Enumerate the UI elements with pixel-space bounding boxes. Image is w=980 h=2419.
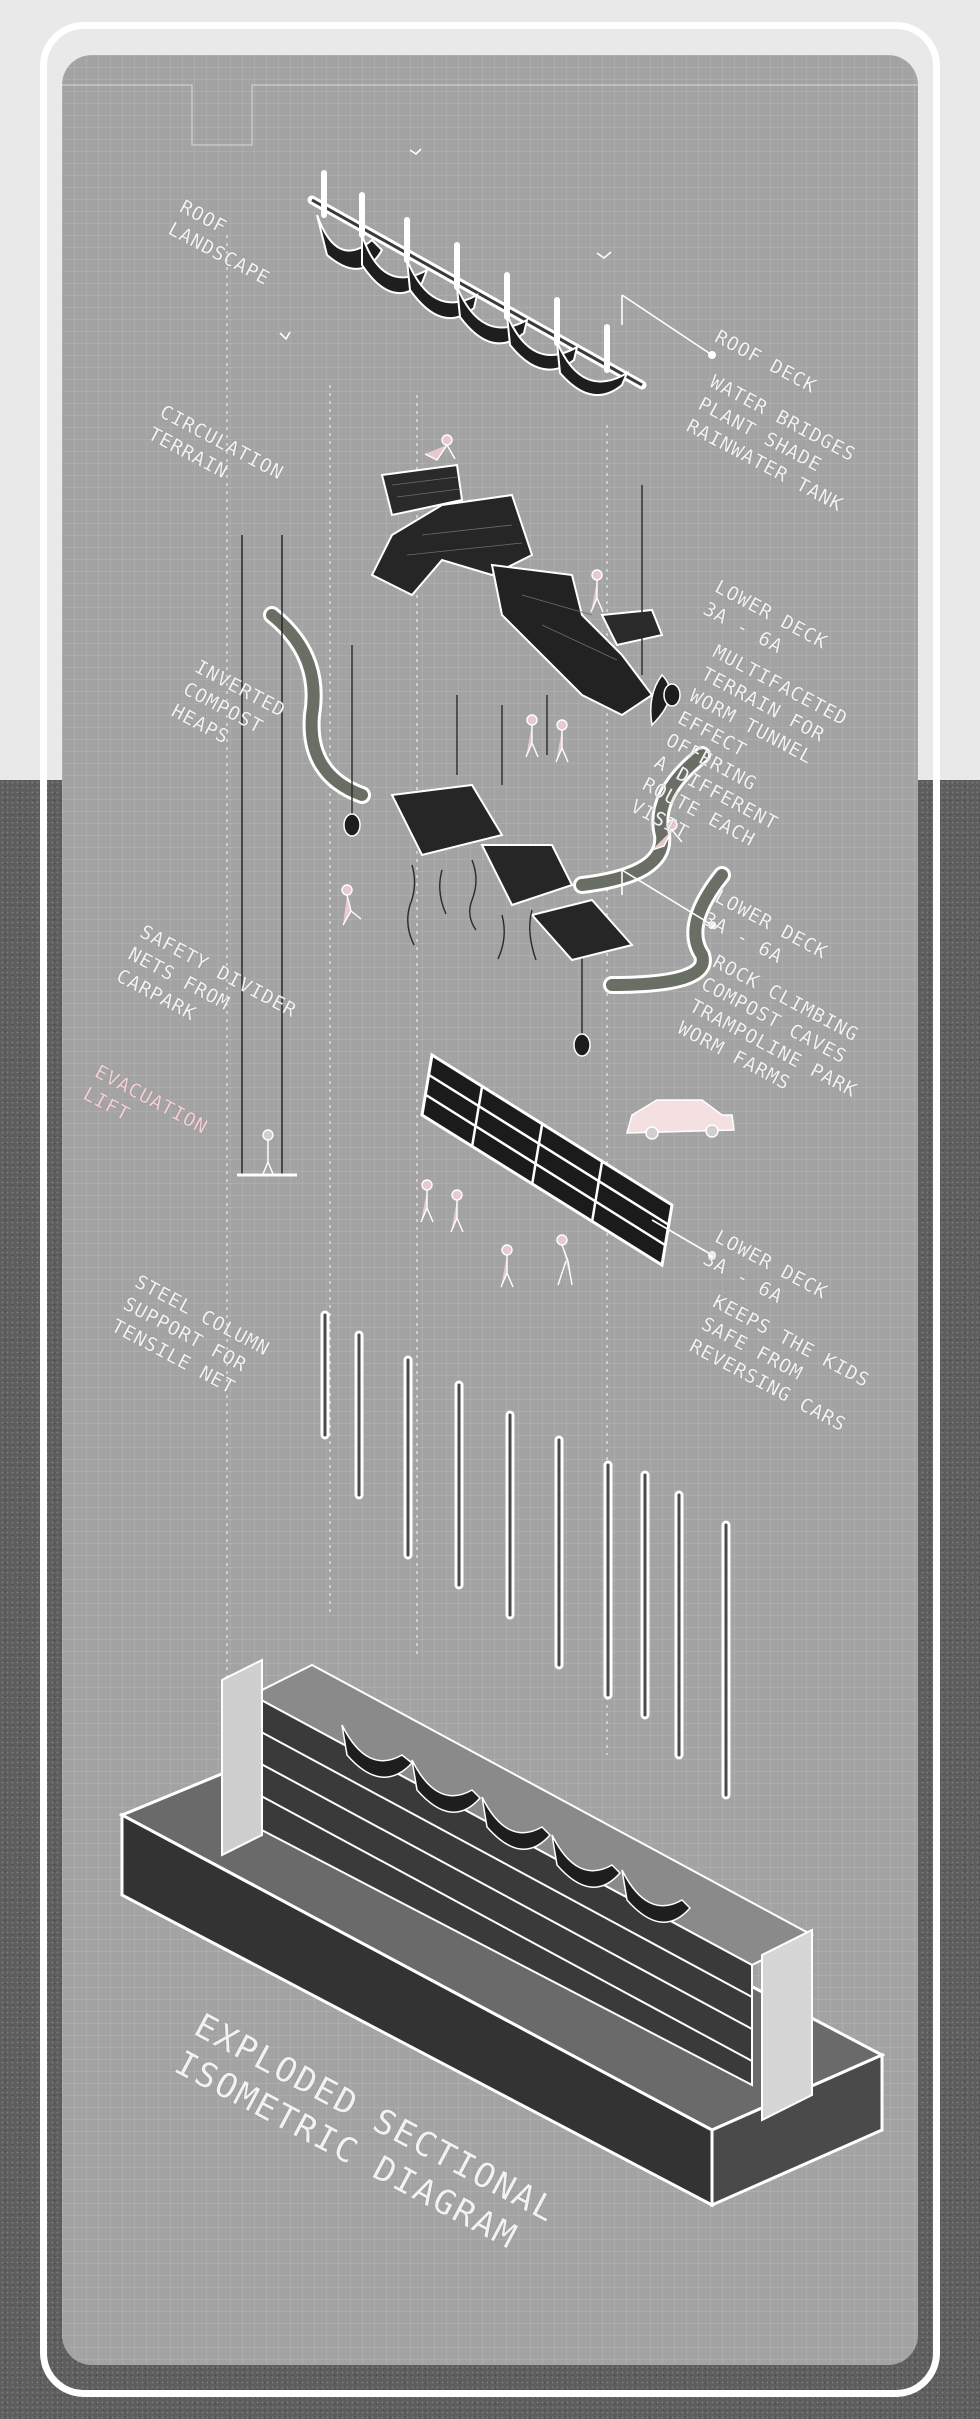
leader-lines xyxy=(621,294,716,1259)
people-figures xyxy=(341,434,683,1288)
safety-divider-nets xyxy=(420,1052,674,1268)
alignment-lines xyxy=(226,235,608,1815)
evacuation-lift xyxy=(237,535,297,1177)
isometric-building xyxy=(118,1658,886,2208)
car-icon xyxy=(626,1099,735,1140)
steel-column-cores xyxy=(323,1313,728,1797)
diagram-panel: ROOF LANDSCAPE CIRCULATION TERRAIN INVER… xyxy=(62,55,918,2365)
bird-icons xyxy=(279,148,612,341)
outer-frame xyxy=(40,22,940,2397)
slide-tubes xyxy=(263,606,731,994)
circulation-terrain-deck xyxy=(370,463,671,727)
compost-bag-icons xyxy=(343,683,681,1057)
site-outline xyxy=(62,84,918,146)
isometric-drawing xyxy=(62,84,918,2208)
roof-canopy xyxy=(307,170,647,396)
hanging-ropes xyxy=(351,485,643,1035)
compost-heap-decks xyxy=(390,783,634,962)
dangling-roots xyxy=(407,859,537,961)
